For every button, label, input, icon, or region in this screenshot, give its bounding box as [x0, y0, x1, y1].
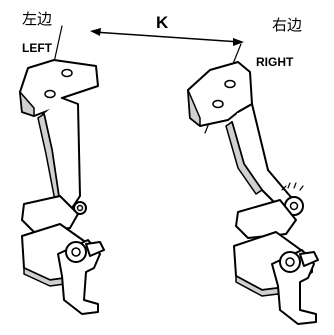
right-mount-hole-upper [224, 79, 236, 89]
dimension-arrow [90, 28, 244, 46]
right-label-en: RIGHT [256, 55, 294, 69]
left-bracket [19, 59, 105, 315]
dimension-label-k: K [156, 13, 169, 32]
left-label-cn: 左边 [22, 10, 52, 28]
right-bracket [187, 61, 319, 325]
left-label-en: LEFT [22, 41, 53, 55]
right-mount-hole-lower [212, 99, 224, 109]
left-mount-hole-upper [61, 68, 73, 78]
left-mount-hole-lower [44, 89, 56, 99]
right-label-cn: 右边 [272, 16, 302, 34]
